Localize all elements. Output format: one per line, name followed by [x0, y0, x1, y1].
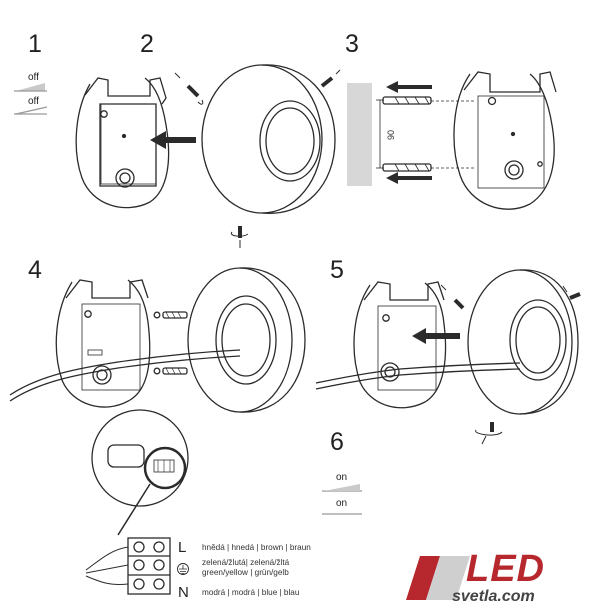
lamp-cover-step5	[467, 269, 579, 415]
arrow-left-icon	[412, 328, 460, 344]
connection-detail	[91, 409, 189, 536]
screw-icon	[440, 284, 465, 310]
dimension-label: 90	[386, 129, 397, 141]
wall-rect	[347, 83, 372, 186]
terminal-block	[85, 537, 189, 595]
terminal-label-l: L	[178, 539, 187, 556]
wire-green-yellow-label-1: zelená/žlutá| zelená/žltá	[202, 558, 290, 567]
screw-icon	[174, 72, 204, 105]
lamp-cover-step4	[187, 267, 306, 413]
screw-icon	[230, 226, 249, 248]
arrow-left-icon	[386, 81, 432, 93]
cable-step4	[9, 349, 241, 396]
screw-icon	[562, 285, 581, 300]
switch-off-icon	[14, 83, 48, 115]
step-number-4: 4	[28, 256, 42, 284]
screw-icon	[320, 69, 341, 88]
arrow-left-icon	[386, 172, 432, 184]
wall-plug-icon	[382, 163, 475, 172]
step-number-2: 2	[140, 30, 154, 58]
switch-on-icon	[322, 484, 362, 515]
screw-icon	[153, 367, 188, 375]
step-number-3: 3	[345, 30, 359, 58]
logo-domain: svetla.com	[452, 588, 535, 605]
step-number-5: 5	[330, 256, 344, 284]
switch-on-label-top: on	[336, 472, 348, 483]
wire-blue-label: modrá | modrá | blue | blau	[202, 588, 300, 597]
step-number-1: 1	[28, 30, 42, 58]
switch-on-label-bottom: on	[336, 498, 348, 509]
switch-off-label-top: off	[28, 72, 39, 83]
switch-off-label-bottom: off	[28, 96, 39, 107]
lamp-cover-step2	[201, 64, 336, 214]
base-plate-step2	[75, 77, 170, 209]
base-plate-step5	[353, 281, 447, 409]
arrow-left-icon	[150, 131, 196, 149]
logo-led: LED	[466, 548, 545, 590]
base-plate-step3	[453, 71, 557, 210]
cable-step5	[315, 362, 521, 384]
base-plate-step4	[55, 279, 151, 408]
terminal-label-n: N	[178, 584, 189, 601]
wall-plug-icon	[382, 96, 475, 105]
screw-icon	[475, 422, 503, 445]
wire-brown-label: hnědá | hnedá | brown | braun	[202, 543, 311, 552]
led-logo-icon	[406, 556, 470, 600]
screw-icon	[153, 311, 188, 319]
wire-green-yellow-label-2: green/yellow | grün/gelb	[202, 568, 289, 577]
step-number-6: 6	[330, 428, 344, 456]
